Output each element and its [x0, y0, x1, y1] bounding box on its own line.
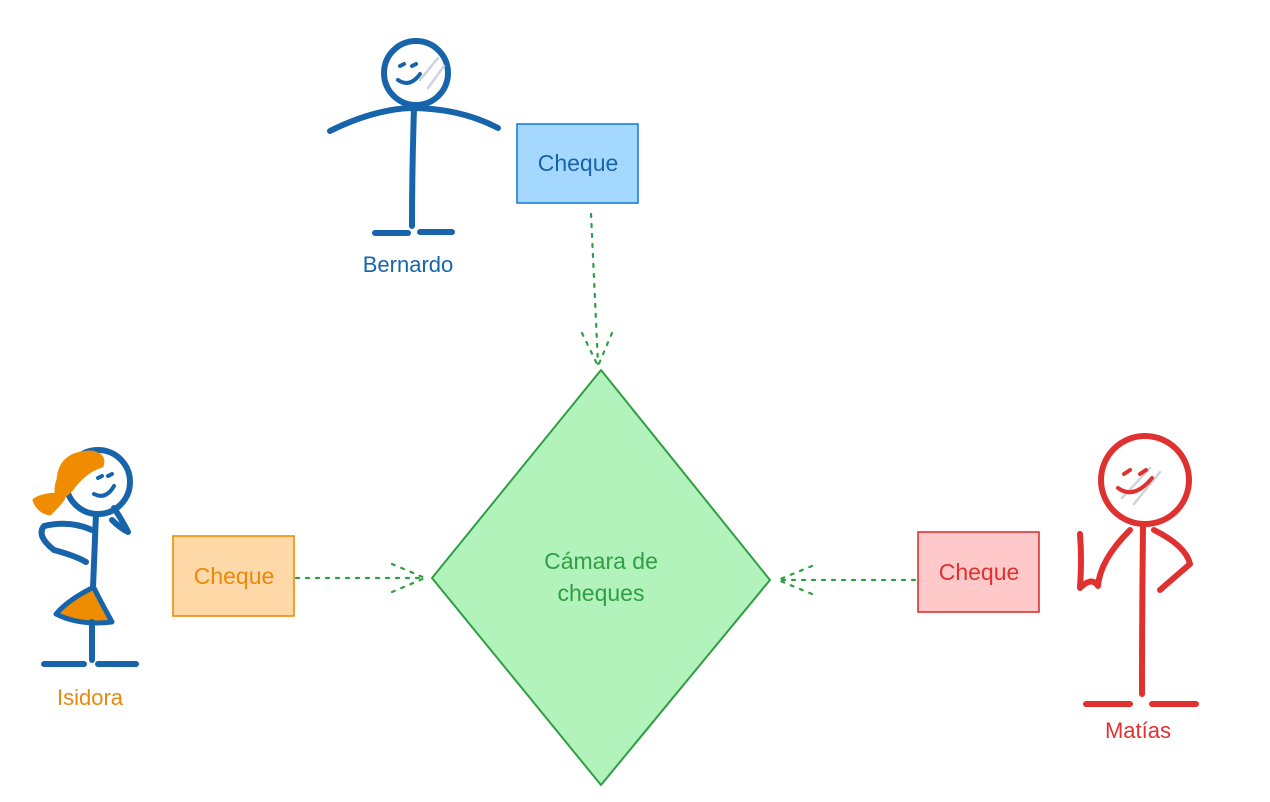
clearing-house-label-line2: cheques — [558, 580, 645, 606]
matias-figure-icon — [1077, 433, 1199, 707]
bernardo-name: Bernardo — [363, 252, 454, 277]
bernardo-figure-icon — [327, 38, 501, 236]
cheque-box-left[interactable]: Cheque — [172, 535, 295, 617]
cheque-box-top[interactable]: Cheque — [516, 123, 639, 204]
cheque-box-right[interactable]: Cheque — [917, 531, 1040, 613]
person-bernardo[interactable]: Bernardo — [327, 38, 501, 277]
cheque-box-top-label: Cheque — [538, 150, 619, 176]
isidora-figure-icon — [32, 447, 139, 667]
cheque-box-left-label: Cheque — [194, 563, 275, 589]
clearing-house-label-line1: Cámara de — [544, 548, 658, 574]
arrow-left-to-center — [294, 562, 427, 594]
person-isidora[interactable]: Isidora — [32, 447, 139, 710]
clearing-house-node[interactable]: Cámara de cheques — [431, 369, 771, 786]
arrow-top-to-center — [580, 212, 614, 368]
matias-name: Matías — [1105, 718, 1171, 743]
isidora-name: Isidora — [57, 685, 124, 710]
arrow-right-to-center — [776, 564, 917, 596]
person-matias[interactable]: Matías — [1077, 433, 1199, 743]
clearing-house-diamond — [431, 369, 771, 786]
cheque-box-right-label: Cheque — [939, 559, 1020, 585]
